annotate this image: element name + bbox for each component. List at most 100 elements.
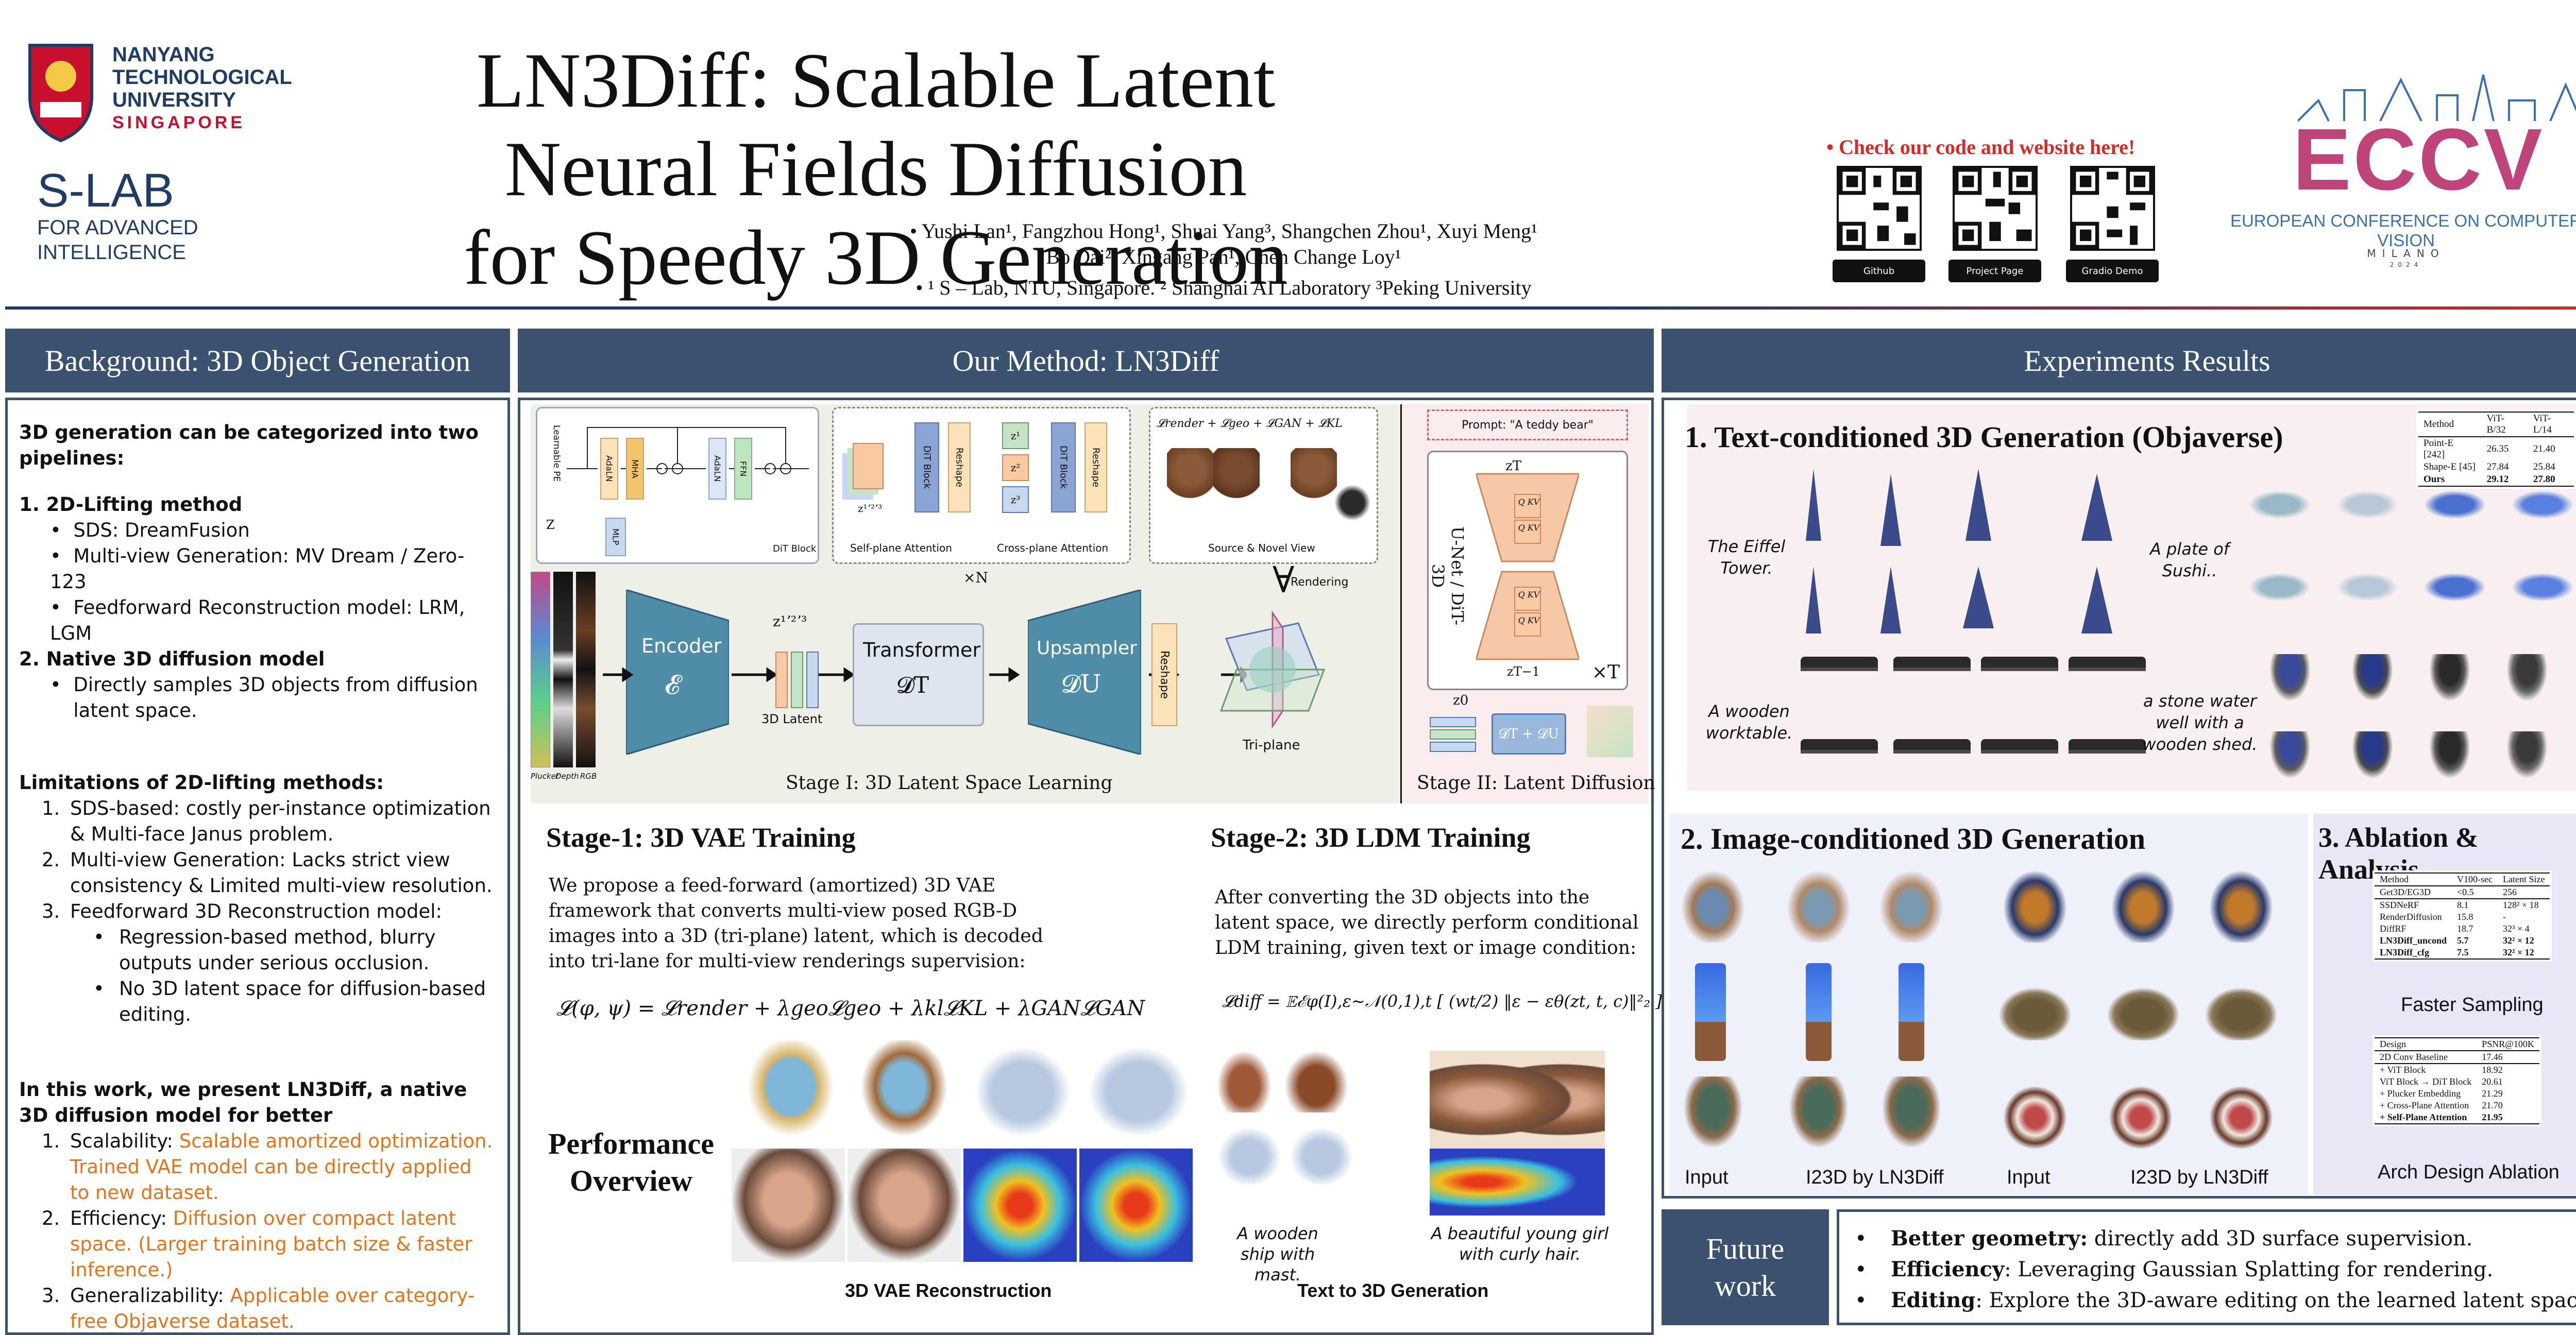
i23d-label-input-2: Input <box>2007 1167 2050 1188</box>
depth-label: Depth <box>555 772 579 781</box>
qr-github[interactable] <box>1837 166 1922 251</box>
source-novel-label: Source & Novel View <box>1208 542 1315 554</box>
t23d-caption: Text to 3D Generation <box>1297 1280 1489 1301</box>
teddy-render-2 <box>1213 448 1260 510</box>
z123-label-top: z¹ʼ²ʼ³ <box>858 502 883 515</box>
rendering-label: Rendering <box>1291 576 1349 589</box>
ffn-block: FFN <box>734 438 752 500</box>
ntu-line3: UNIVERSITY <box>112 89 236 111</box>
authors: • Yushi Lan¹, Fangzhou Hong¹, Shuai Yang… <box>773 218 1674 270</box>
list-item: •Efficiency: Leveraging Gaussian Splatti… <box>1855 1257 2494 1281</box>
squirtle-render-1 <box>742 1040 840 1143</box>
list-item: 1.Scalability: Scalable amortized optimi… <box>42 1130 493 1204</box>
cake-input <box>1999 1082 2071 1154</box>
squirtle-geometry-2 <box>1082 1040 1195 1143</box>
dit-connectors-icon <box>567 427 809 474</box>
mha-block: MHA <box>626 438 644 500</box>
rgb-image <box>576 572 596 767</box>
background-panel: 3D generation can be categorized into tw… <box>5 398 510 1335</box>
plucker-label: Plucker <box>531 772 560 781</box>
i23d-label-input-1: Input <box>1685 1167 1728 1188</box>
eccv-logo: ECCV EUROPEAN CONFERENCE ON COMPUTER VIS… <box>2205 70 2576 312</box>
poster-title: LN3Diff: Scalable Latent Neural Fields D… <box>361 36 1391 302</box>
future-line1: Future <box>1706 1231 1785 1265</box>
face-depth-2 <box>1079 1149 1193 1262</box>
ship-geometry-1 <box>1213 1123 1285 1185</box>
slab-logo: S-LAB FOR ADVANCED INTELLIGENCE <box>37 166 198 265</box>
slab-title: S-LAB <box>37 164 174 217</box>
code-callout: • Check our code and website here! <box>1826 135 2136 159</box>
list-item: •Editing: Explore the 3D-aware editing o… <box>1855 1288 2576 1312</box>
sword-output-1 <box>1806 963 1832 1061</box>
adaln-block-2: AdaLN <box>708 438 726 500</box>
qr-project-page[interactable] <box>1953 166 2038 251</box>
well-renders <box>2267 654 2576 788</box>
eccv-wordmark: ECCV <box>2293 111 2545 209</box>
slab-line3: INTELLIGENCE <box>37 241 186 264</box>
eccv-year: 2024 <box>2389 261 2422 268</box>
turtle-output-2 <box>2200 984 2282 1040</box>
authors-line1: • Yushi Lan¹, Fangzhou Hong¹, Shuai Yang… <box>910 219 1537 243</box>
rgb-label: RGB <box>580 772 597 781</box>
stage2-title: Stage-2: 3D LDM Training <box>1211 822 1531 853</box>
sword-input <box>1695 963 1726 1061</box>
stage2-equation: 𝓛diff = 𝔼ℰφ(I),ε∼𝒩(0,1),t [ (wt/2) ‖ε − … <box>1222 991 1662 1011</box>
bg-p2-item: Directly samples 3D objects from diffusi… <box>73 674 478 722</box>
qr-gradio-label[interactable]: Gradio Demo <box>2066 260 2159 282</box>
qr-project-label[interactable]: Project Page <box>1948 260 2041 282</box>
list-item: • SDS: DreamFusion <box>50 519 250 541</box>
shrine-output-2 <box>1878 1076 1945 1154</box>
house-output-2 <box>1875 865 1947 943</box>
upsampler-symbol: 𝓓U <box>1061 670 1101 698</box>
bg-p2-list: • Directly samples 3D objects from diffu… <box>50 672 496 724</box>
adaln-block-1: AdaLN <box>600 438 618 500</box>
vae-recon-caption: 3D VAE Reconstruction <box>845 1280 1052 1301</box>
milan-skyline-icon <box>2298 74 2576 122</box>
chest-input <box>1999 865 2071 943</box>
sushi-prompt: A plate of Sushi.. <box>2149 539 2230 580</box>
stage1-title: Stage-1: 3D VAE Training <box>546 822 856 853</box>
cake-output-1 <box>2105 1082 2177 1154</box>
shrine-output-1 <box>1785 1076 1852 1154</box>
title-line1: LN3Diff: Scalable Latent Neural Fields D… <box>476 37 1276 212</box>
latent-bars <box>775 652 822 708</box>
bg-p1-item: Feedforward Reconstruction model: LRM, L… <box>50 596 465 644</box>
qr-code-icon <box>1955 168 2036 249</box>
turtle-output-1 <box>2102 984 2184 1040</box>
faster-sampling-caption: Faster Sampling <box>2401 994 2544 1016</box>
affiliations: • ¹ S – Lab, NTU, Singapore. ² Shanghai … <box>916 276 1532 299</box>
transformer-symbol: 𝓓T <box>896 672 929 698</box>
plucker-image <box>531 572 550 767</box>
triplane-icon <box>1219 610 1326 729</box>
bg-intro: 3D generation can be categorized into tw… <box>19 421 479 469</box>
qr-gradio-demo[interactable] <box>2070 166 2155 251</box>
future-work-panel: •Better geometry: directly add 3D surfac… <box>1837 1209 2576 1325</box>
encoder-label: Encoder <box>641 635 722 657</box>
vae-recon-grid <box>732 1040 1206 1262</box>
qkv-label-1: Q KV <box>1518 497 1540 507</box>
qkv-label-2: Q KV <box>1518 523 1540 533</box>
loss-formula: 𝓛render + 𝓛geo + 𝓛GAN + 𝓛KL <box>1157 417 1343 430</box>
ntu-logo: NANYANG TECHNOLOGICAL UNIVERSITY SINGAPO… <box>25 40 303 143</box>
transformer-box <box>853 623 984 726</box>
bg-p1-item: Multi-view Generation: MV Dream / Zero-1… <box>50 545 465 593</box>
bg-present-title: In this work, we present LN3Diff, a nati… <box>19 1079 467 1126</box>
stage1-equation: 𝓛(φ, ψ) = 𝓛render + λgeo𝓛geo + λkl𝓛KL + … <box>556 997 1145 1020</box>
n-times-label: ×N <box>963 569 988 586</box>
reshape-c: Reshape <box>1151 623 1177 726</box>
slab-line2: FOR ADVANCED <box>37 216 198 239</box>
sushi-renders <box>2246 489 2576 613</box>
stage2-triplane-icon <box>1587 706 1633 757</box>
face-photo-2 <box>848 1149 961 1262</box>
encoder-symbol: 𝓔 <box>665 670 680 700</box>
performance-title: Performance Overview <box>548 1127 715 1197</box>
stage1-caption: Stage I: 3D Latent Space Learning <box>786 773 1113 794</box>
qr-github-label[interactable]: Github <box>1833 260 1925 282</box>
bg-p2-title: 2. Native 3D diffusion model <box>19 648 325 670</box>
future-work-label: Future work <box>1662 1209 1829 1325</box>
